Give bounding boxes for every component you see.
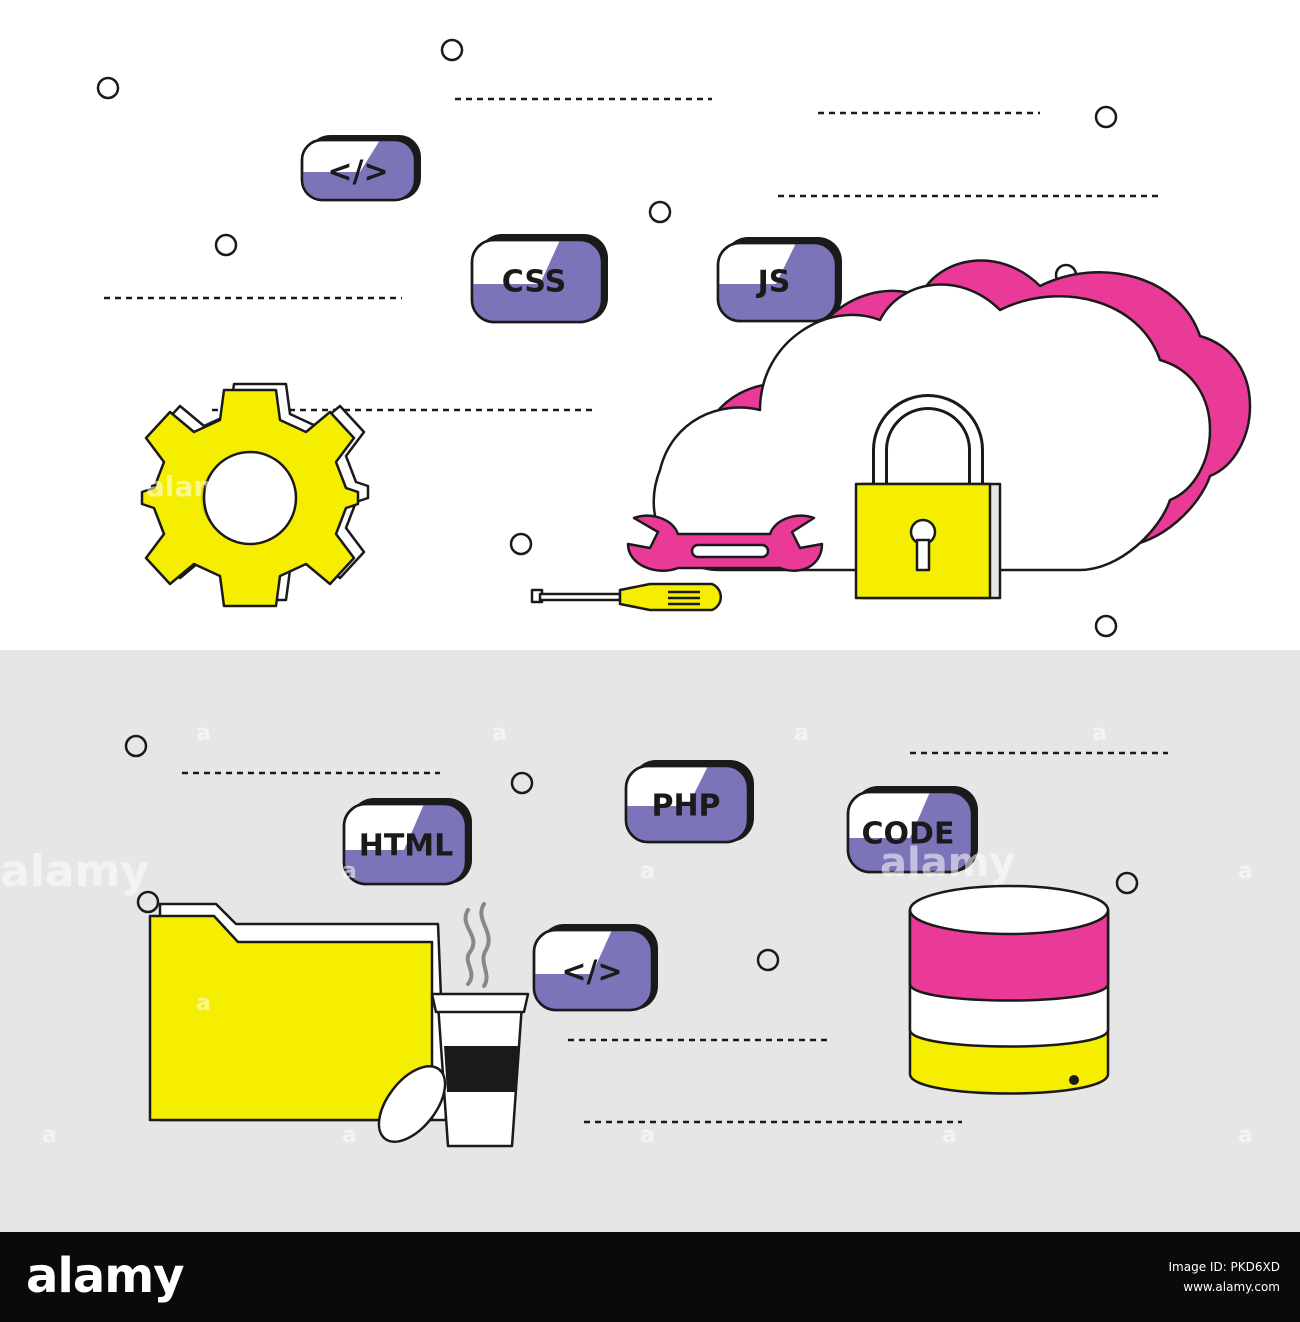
watermark: alamy alamy a a a a a a a a a a a a a a … bbox=[0, 470, 1253, 1148]
svg-text:a: a bbox=[342, 1123, 357, 1148]
decorative-circles-bottom bbox=[124, 734, 1139, 972]
tag-code-top-label: </> bbox=[327, 155, 388, 190]
svg-text:a: a bbox=[1238, 1123, 1253, 1148]
padlock-icon bbox=[854, 394, 1002, 600]
footer-bar bbox=[0, 1232, 1300, 1322]
tag-code-label: CODE bbox=[862, 817, 955, 852]
svg-text:a: a bbox=[942, 1123, 957, 1148]
tag-code-top: </> bbox=[300, 135, 421, 202]
tag-css-label: CSS bbox=[502, 265, 566, 300]
svg-text:a: a bbox=[1092, 721, 1107, 746]
dashed-lines-bottom bbox=[182, 751, 1168, 1124]
coffee-cup-icon bbox=[377, 902, 530, 1148]
tag-code: CODE bbox=[846, 786, 978, 874]
svg-text:alamy: alamy bbox=[0, 846, 149, 897]
gear-icon bbox=[140, 382, 370, 608]
tag-php: PHP bbox=[624, 760, 754, 844]
tag-html-label: HTML bbox=[359, 829, 454, 864]
image-id-text: Image ID: PKD6XD bbox=[1168, 1260, 1280, 1274]
database-icon bbox=[908, 884, 1110, 1095]
tag-css: CSS bbox=[470, 234, 608, 324]
folder-icon bbox=[148, 902, 448, 1122]
svg-text:a: a bbox=[42, 1123, 57, 1148]
tag-code-bottom-label: </> bbox=[561, 955, 622, 990]
footer-image-info: Image ID: PKD6XD www.alamy.com bbox=[1169, 1257, 1280, 1297]
footer-brand-logo[interactable]: alamy bbox=[26, 1248, 185, 1304]
screwdriver-icon bbox=[530, 582, 722, 612]
cloud-icon bbox=[652, 259, 1252, 572]
svg-text:a: a bbox=[1092, 991, 1107, 1016]
tag-code-bottom: </> bbox=[532, 924, 658, 1012]
svg-text:alamy: alamy bbox=[146, 470, 241, 503]
svg-text:alamy: alamy bbox=[880, 840, 1015, 886]
site-url-text[interactable]: www.alamy.com bbox=[1183, 1280, 1280, 1294]
tag-js: JS bbox=[716, 237, 842, 323]
svg-text:a: a bbox=[492, 991, 507, 1016]
illustration: .dash { stroke: #1a1a1a; stroke-width: 2… bbox=[0, 38, 1253, 1148]
tag-html: HTML bbox=[342, 798, 472, 886]
dashed-lines-top bbox=[104, 97, 1158, 412]
wrench-icon bbox=[626, 514, 824, 572]
svg-text:a: a bbox=[196, 991, 211, 1016]
svg-text:a: a bbox=[1238, 859, 1253, 884]
svg-text:a: a bbox=[196, 721, 211, 746]
tag-js-label: JS bbox=[756, 265, 791, 300]
svg-text:a: a bbox=[492, 721, 507, 746]
svg-text:a: a bbox=[794, 721, 809, 746]
svg-text:a: a bbox=[640, 1123, 655, 1148]
svg-text:a: a bbox=[640, 859, 655, 884]
tag-php-label: PHP bbox=[651, 789, 720, 824]
svg-text:a: a bbox=[342, 859, 357, 884]
